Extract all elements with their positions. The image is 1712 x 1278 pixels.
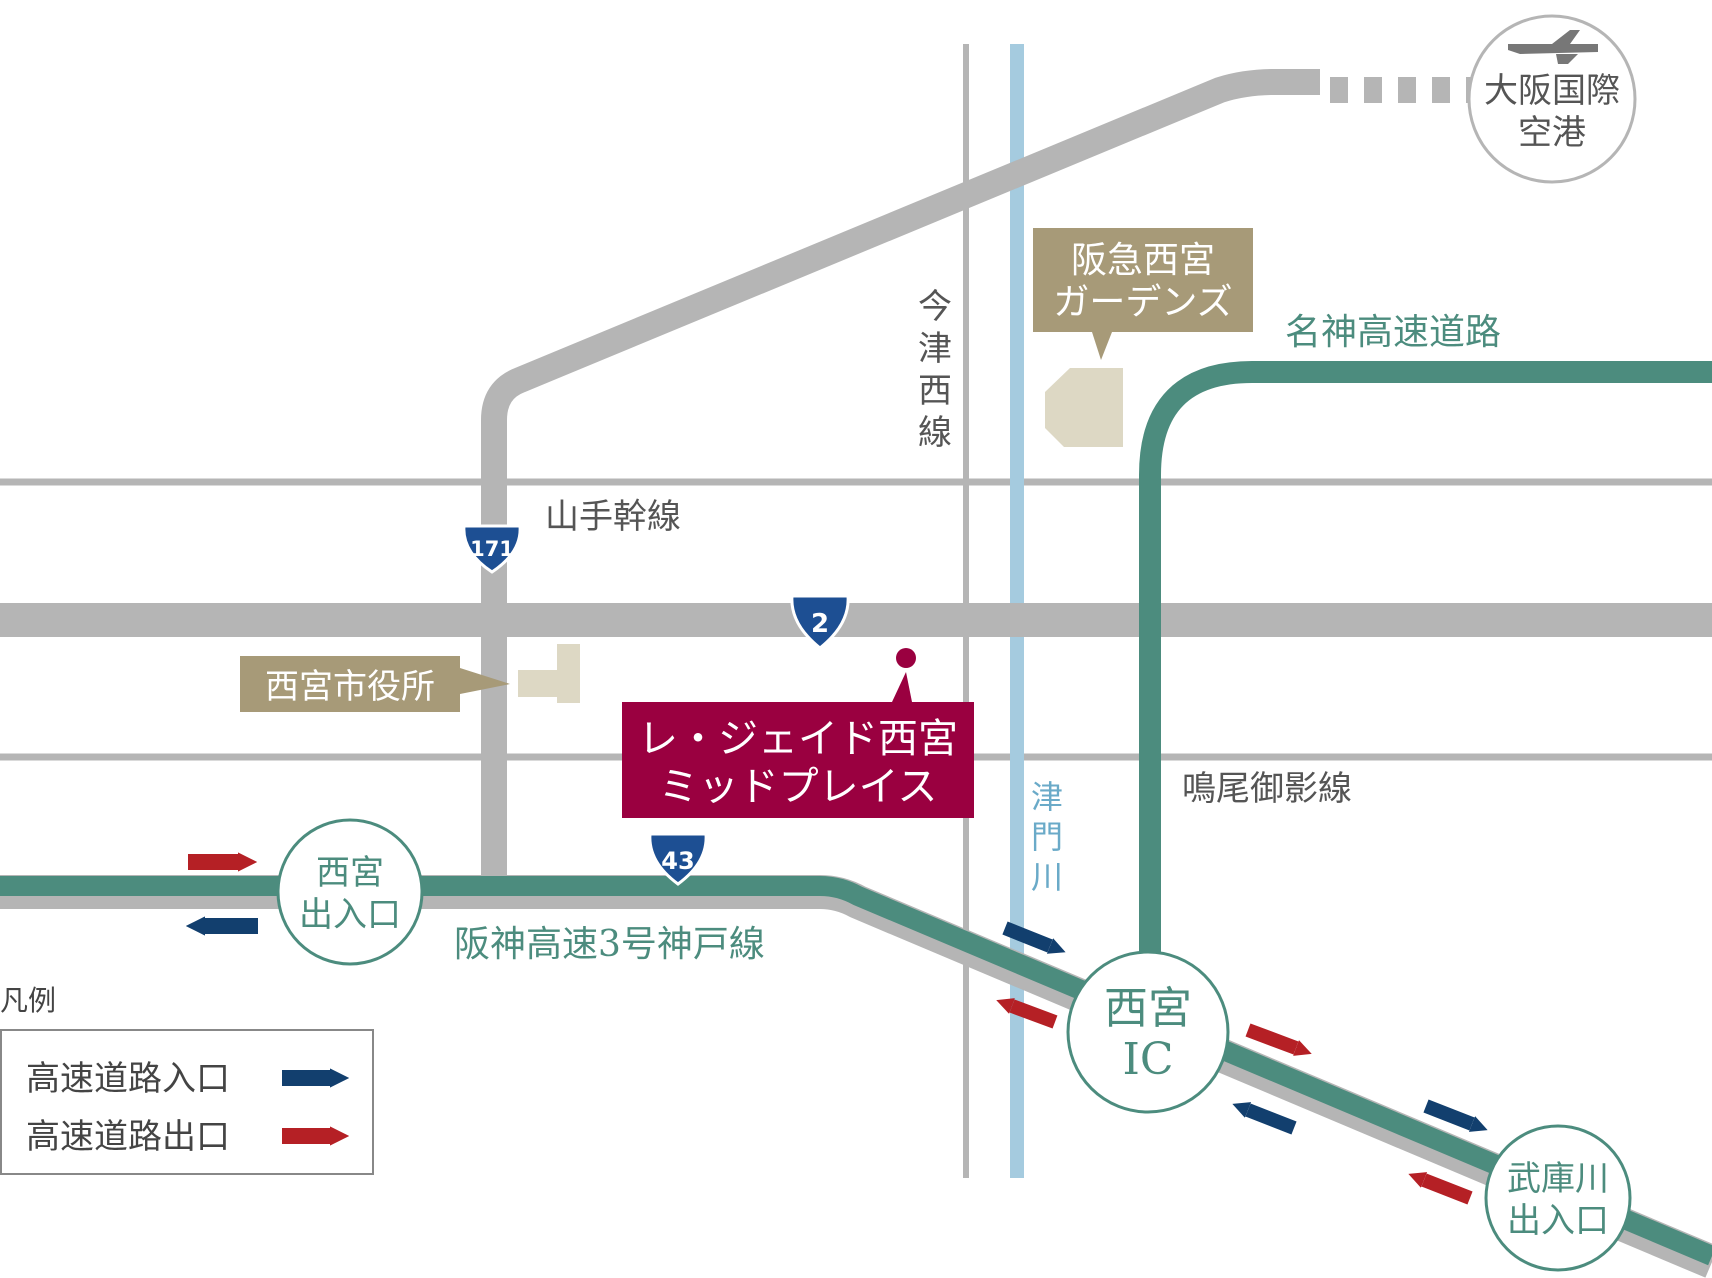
mukogawa-interchange-line1: 武庫川 xyxy=(1507,1159,1609,1199)
yamate-road-label: 山手幹線 xyxy=(545,497,681,537)
city-hall-building xyxy=(518,644,580,703)
airport-badge: 大阪国際 空港 xyxy=(1467,14,1637,184)
imazu-nishi-char-3: 西 xyxy=(918,371,952,411)
tsumon-char-2: 門 xyxy=(1031,818,1063,856)
ic-exit-arrow-west xyxy=(996,998,1058,1029)
nishinomiya-interchange-line1: 西宮 xyxy=(316,853,384,893)
route-2-shield: 2 xyxy=(790,594,850,650)
tsumon-char-3: 川 xyxy=(1031,858,1063,896)
gardens-label-line2: ガーデンズ xyxy=(1053,282,1232,323)
nishinomiya-ic: 西宮 IC xyxy=(1066,950,1230,1114)
route-43-number: 43 xyxy=(661,847,694,875)
property-name-line2: ミッドプレイス xyxy=(659,764,938,810)
imazu-nishi-char-4: 線 xyxy=(918,413,952,453)
property-label: レ・ジェイド西宮 ミッドプレイス xyxy=(622,648,974,818)
gardens-label: 阪急西宮 ガーデンズ xyxy=(1033,228,1253,360)
airport-name-line1: 大阪国際 xyxy=(1484,71,1620,111)
airport-name-line2: 空港 xyxy=(1518,113,1586,153)
meishin-label: 名神高速道路 xyxy=(1285,312,1501,353)
property-location-dot xyxy=(896,648,916,668)
tsumon-river-label: 津 門 川 xyxy=(1031,778,1063,896)
nishinomiya-ic-line2: IC xyxy=(1122,1034,1173,1085)
mukogawa-interchange-line2: 出入口 xyxy=(1507,1201,1609,1241)
gardens-label-line1: 阪急西宮 xyxy=(1071,240,1215,281)
mukogawa-exit-arrow xyxy=(1408,1172,1473,1205)
mukogawa-interchange: 武庫川 出入口 xyxy=(1484,1124,1632,1272)
route-171-road xyxy=(481,69,1320,880)
nishinomiya-interchange: 西宮 出入口 xyxy=(276,818,424,966)
meishin-expressway xyxy=(1139,361,1712,1010)
legend-entrance-label: 高速道路入口 xyxy=(26,1059,230,1099)
legend-box xyxy=(0,1029,374,1175)
nishinomiya-ic-line1: 西宮 xyxy=(1104,983,1192,1034)
route-43-shield: 43 xyxy=(648,832,708,886)
property-name-line1: レ・ジェイド西宮 xyxy=(638,716,958,762)
imazu-nishi-char-2: 津 xyxy=(918,329,952,369)
route-171-number: 171 xyxy=(470,537,514,561)
mukogawa-entrance-arrow xyxy=(1423,1099,1488,1132)
ic-entrance-arrow-east xyxy=(1232,1102,1297,1135)
hanshin-expressway-label: 阪神高速3号神戸線 xyxy=(454,924,765,965)
route-171-shield: 171 xyxy=(462,524,522,574)
tsumon-char-1: 津 xyxy=(1031,778,1063,816)
city-hall-label-text: 西宮市役所 xyxy=(265,667,435,707)
ic-entrance-arrow-west xyxy=(1002,921,1066,954)
hanshin-expressway-3 xyxy=(0,876,1712,1266)
ic-exit-arrow-east xyxy=(1245,1023,1312,1056)
gardens-building xyxy=(1045,368,1123,447)
imazu-nishi-road-label: 今 津 西 線 xyxy=(918,287,952,453)
legend-title: 凡例 xyxy=(0,984,56,1017)
legend-exit-label: 高速道路出口 xyxy=(26,1117,230,1157)
legend: 凡例 高速道路入口 高速道路出口 xyxy=(0,984,374,1175)
route-2-number: 2 xyxy=(811,609,829,639)
city-hall-label: 西宮市役所 xyxy=(240,656,510,712)
airplane-icon xyxy=(1508,30,1598,64)
nishinomiya-interchange-line2: 出入口 xyxy=(299,895,401,935)
naruo-road-label: 鳴尾御影線 xyxy=(1182,769,1352,809)
imazu-nishi-char-1: 今 xyxy=(918,287,952,327)
